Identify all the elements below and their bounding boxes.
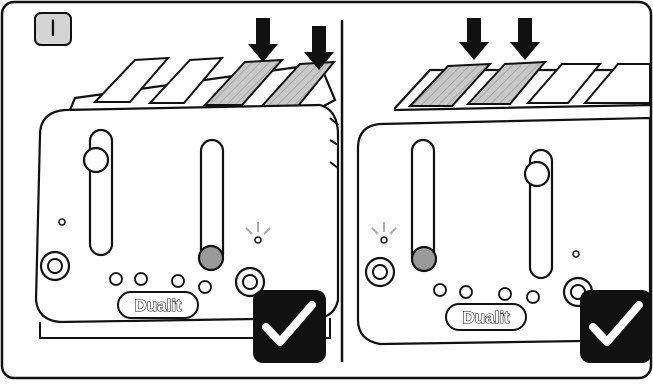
right-brand-plate xyxy=(445,303,527,331)
right-snowflake-2-icon xyxy=(498,287,512,301)
left-brand-plate xyxy=(117,291,199,319)
left-slot-3 xyxy=(202,58,285,106)
right-slot-2 xyxy=(465,60,548,105)
right-snowflake-icon xyxy=(459,285,473,299)
left-brand-text: Dualit xyxy=(134,296,182,315)
right-brand-text: Dualit xyxy=(462,308,510,327)
right-check-icon xyxy=(589,301,643,346)
right-lever-down xyxy=(410,245,438,273)
right-arrow-2-icon xyxy=(510,18,540,60)
left-snowflake-icon xyxy=(134,272,148,286)
right-panel: Dualit xyxy=(356,18,652,363)
right-lever-up xyxy=(523,160,551,188)
left-arrow-2-icon xyxy=(304,26,334,70)
right-slot-1 xyxy=(407,62,493,107)
left-check-icon xyxy=(262,301,316,346)
left-lever-down xyxy=(197,244,225,272)
step-badge: I xyxy=(34,12,72,46)
left-panel: Dualit xyxy=(34,18,340,363)
left-arrow-1-icon xyxy=(248,18,278,62)
right-arrow-1-icon xyxy=(459,18,489,60)
left-lever-up xyxy=(82,146,110,174)
left-snowflake-2-icon xyxy=(171,274,185,288)
